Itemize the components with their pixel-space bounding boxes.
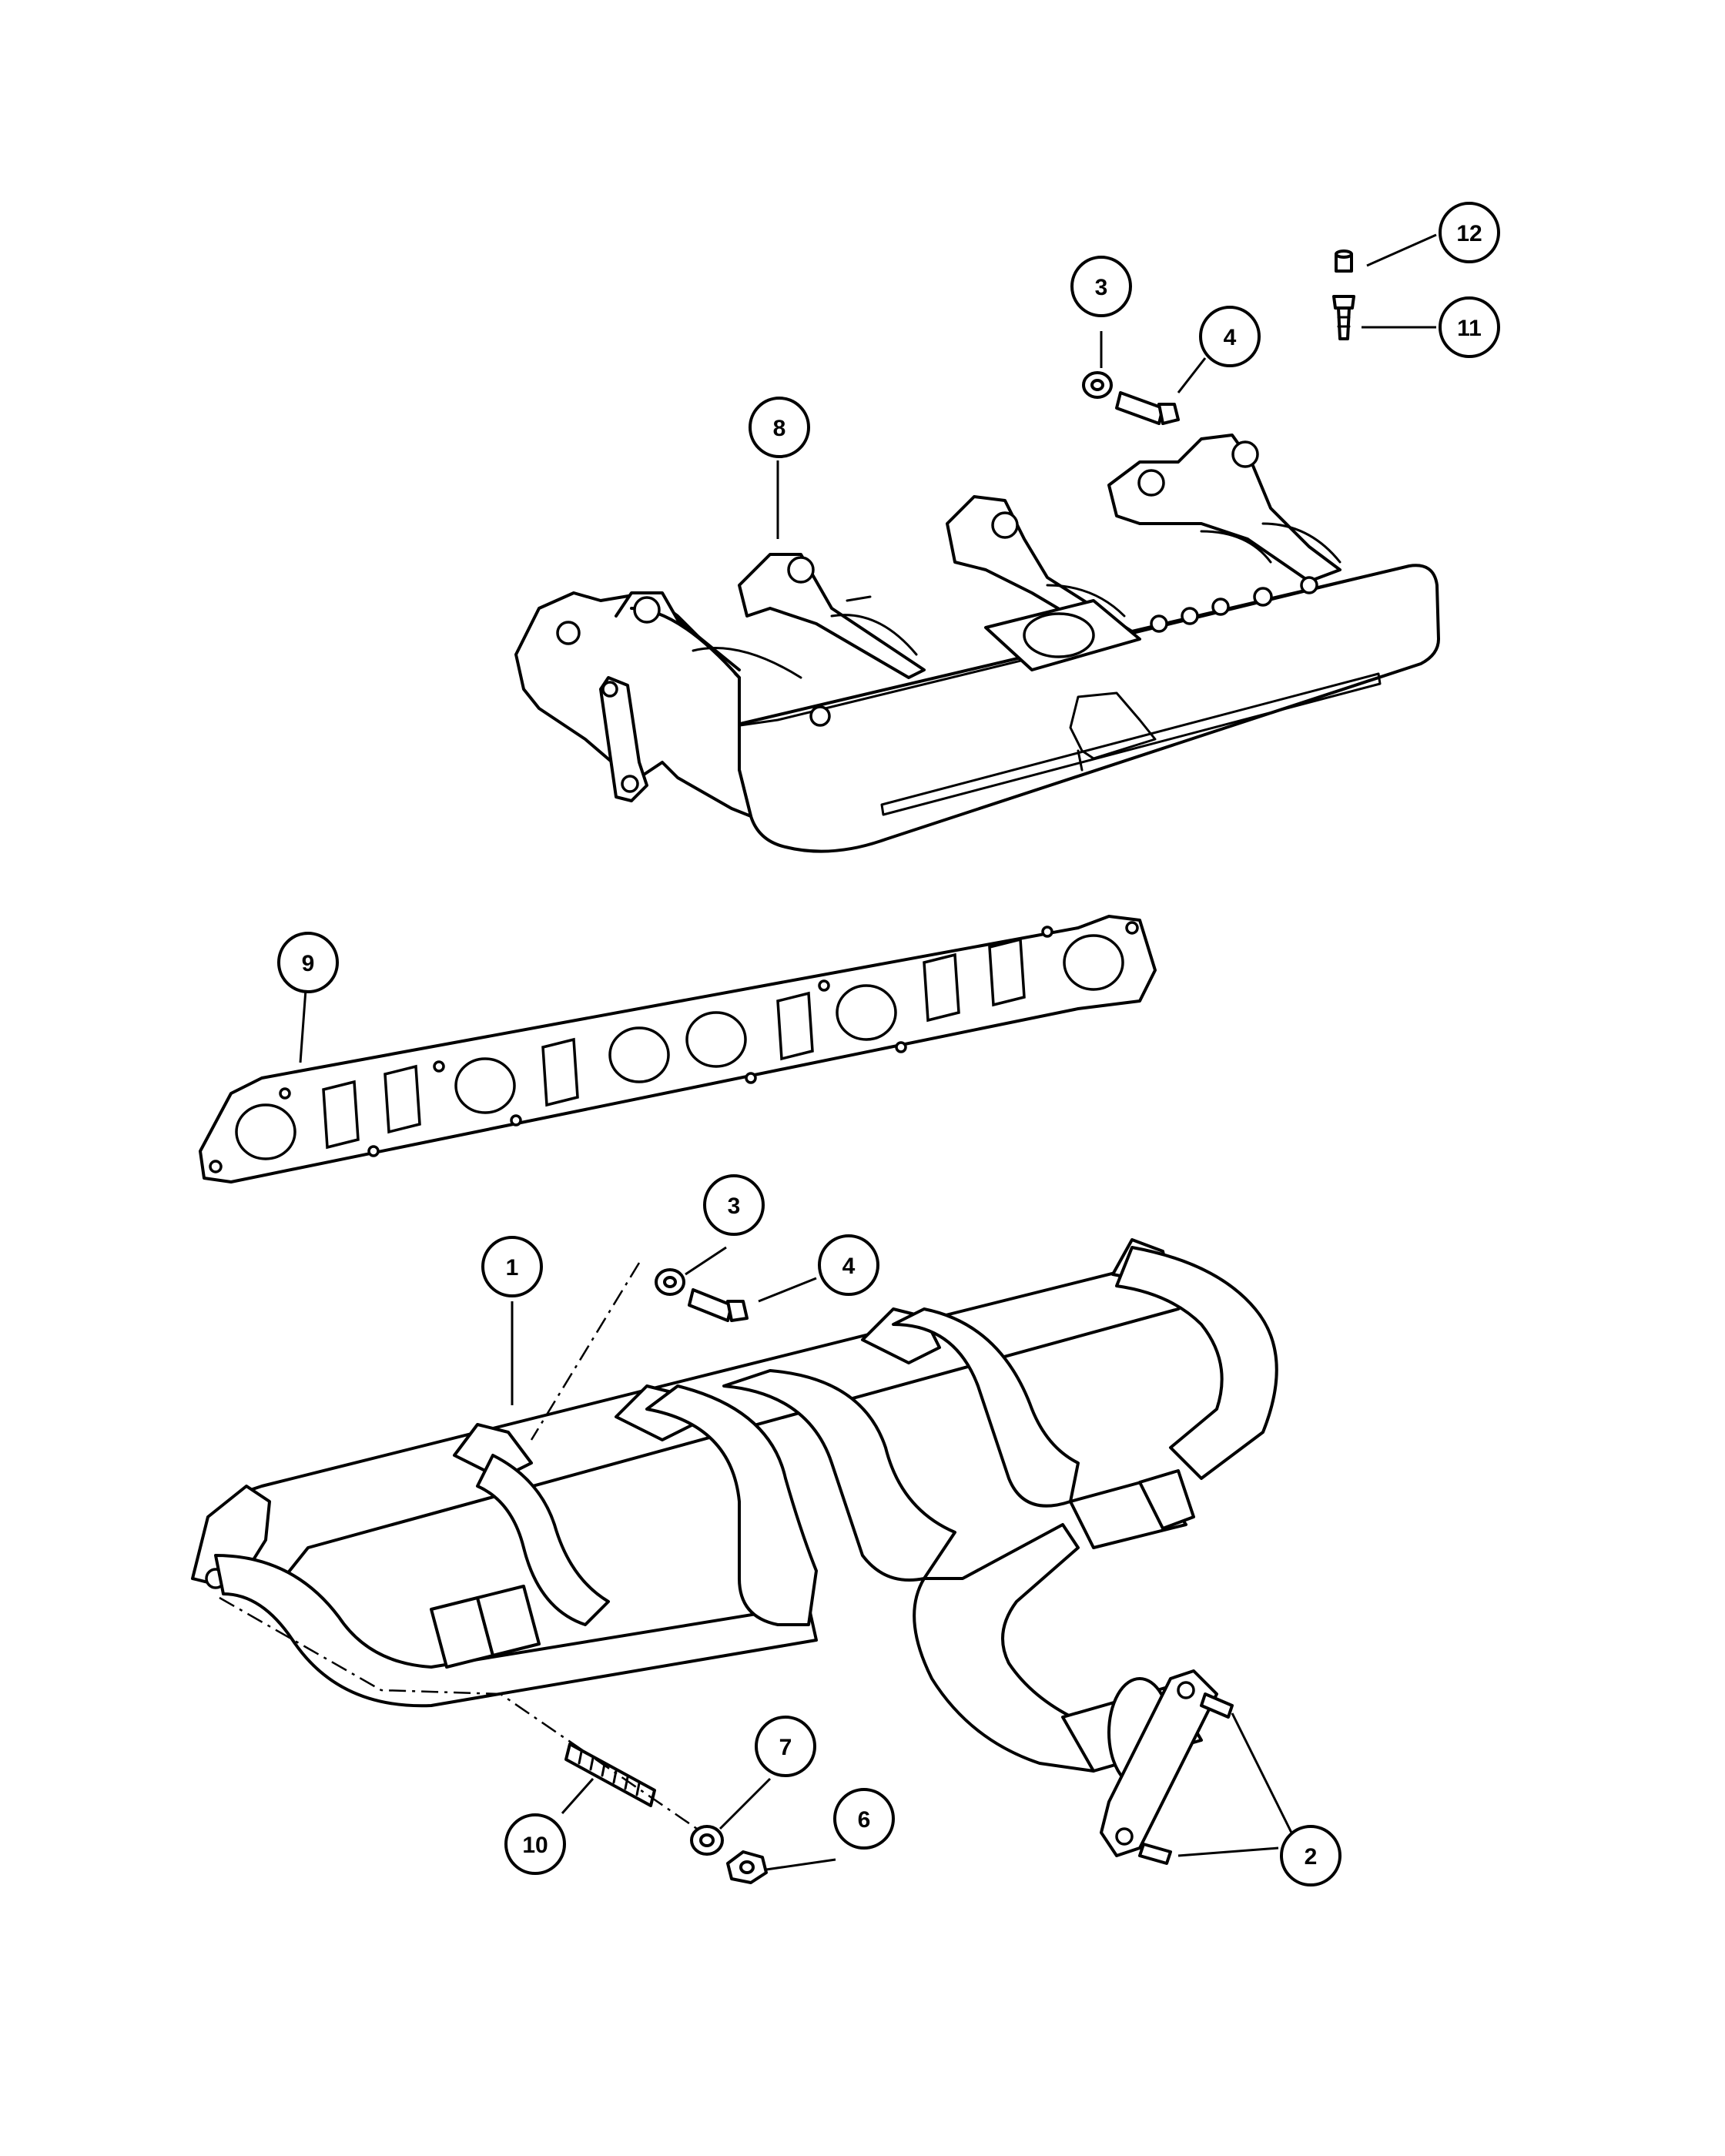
outlet-stud-lower (1138, 1843, 1172, 1865)
callout-4-upper: 4 (1199, 306, 1261, 367)
callout-3-lower-label: 3 (728, 1194, 741, 1219)
callout-2-label: 2 (1305, 1844, 1318, 1870)
callout-12-label: 12 (1456, 221, 1482, 246)
callout-1: 1 (481, 1236, 543, 1297)
callout-4-upper-label: 4 (1224, 325, 1237, 350)
exhaust-manifold (191, 1238, 1278, 1857)
callout-6: 6 (833, 1788, 895, 1850)
sensor-plug (1335, 249, 1353, 273)
manifold-gasket (199, 915, 1157, 1183)
stud (564, 1743, 656, 1807)
callout-12: 12 (1439, 202, 1500, 263)
callout-9: 9 (277, 932, 339, 993)
callout-9-label: 9 (302, 951, 315, 976)
nut-lower (655, 1268, 685, 1296)
callout-4-lower: 4 (818, 1234, 879, 1296)
callout-3-upper: 3 (1070, 256, 1132, 317)
alignment-line-upper (530, 1262, 641, 1441)
callout-1-label: 1 (506, 1255, 519, 1281)
hex-nut (726, 1850, 768, 1884)
callout-8: 8 (749, 397, 810, 458)
callout-2: 2 (1280, 1825, 1341, 1886)
outlet-stud-upper (1200, 1692, 1234, 1719)
callout-10: 10 (504, 1813, 566, 1875)
callout-7: 7 (755, 1716, 816, 1777)
bolt-lower (688, 1288, 749, 1322)
leader-lines (299, 233, 1437, 1871)
callout-3-upper-label: 3 (1095, 275, 1108, 300)
callout-7-label: 7 (779, 1735, 792, 1760)
callout-10-label: 10 (522, 1833, 548, 1858)
callout-11: 11 (1439, 296, 1500, 358)
callout-11-label: 11 (1457, 316, 1482, 341)
nut-upper (1082, 371, 1113, 399)
intake-manifold (514, 434, 1440, 853)
callout-8-label: 8 (773, 416, 786, 441)
callout-4-lower-label: 4 (842, 1254, 856, 1279)
bolt-upper (1115, 391, 1180, 425)
callout-6-label: 6 (858, 1807, 871, 1833)
washer (690, 1825, 724, 1856)
alignment-line-lower (219, 1596, 698, 1830)
oxygen-sensor-fitting (1332, 295, 1355, 340)
callout-3-lower: 3 (703, 1174, 765, 1236)
